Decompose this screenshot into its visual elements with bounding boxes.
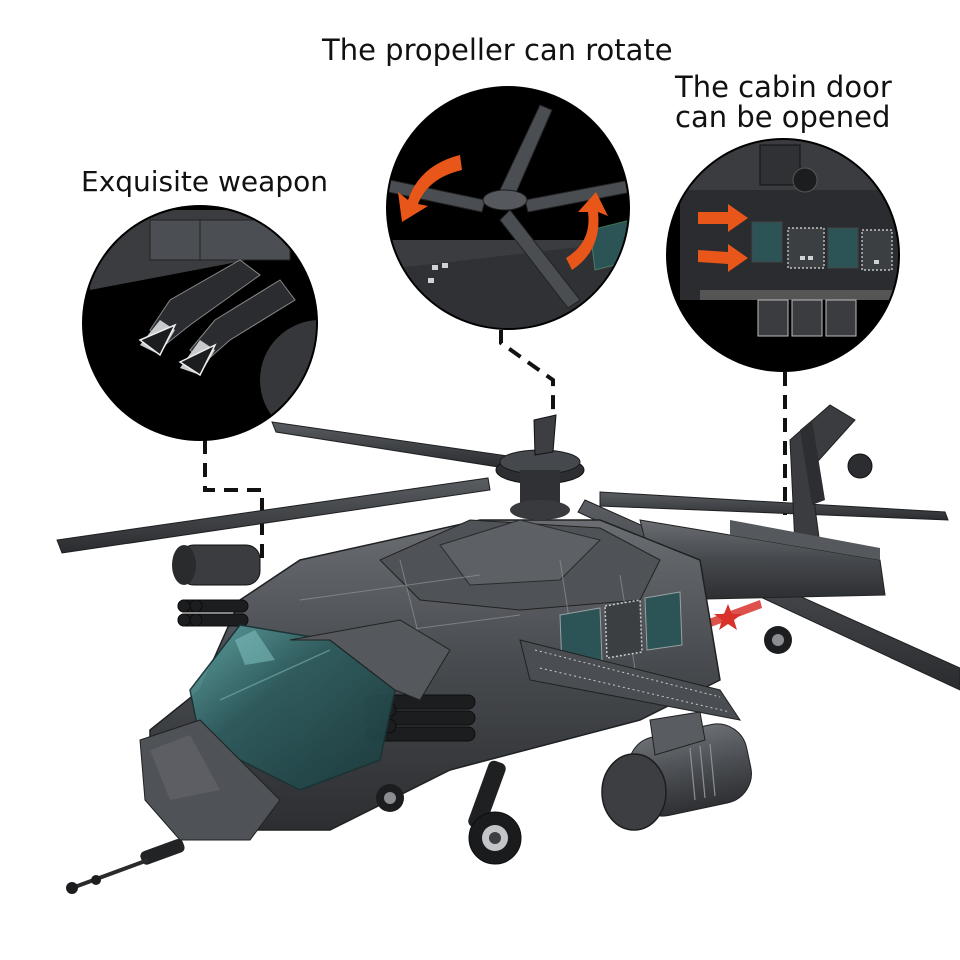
fuel-tank [601,711,752,831]
rotate-arrows-icon [398,155,608,270]
cabin-door-callout-label: The cabin door can be opened [675,72,892,132]
red-star-marking [706,600,762,630]
nose-section [139,719,281,841]
weapon-connector-line [203,440,264,560]
landing-gear-front [468,760,522,865]
rocket-pod-left [172,544,261,627]
gatling-gun [364,694,476,742]
propeller-connector-line [499,330,555,415]
landing-gear-left [376,784,404,812]
nose-probe [66,838,185,894]
cockpit-canopy [189,619,451,791]
missile-icon [138,259,296,377]
cabin-door-detail-callout [666,138,900,372]
propeller-callout-label: The propeller can rotate [322,33,673,67]
weapon-detail-callout [82,205,318,441]
cabin-door-panels [559,591,683,669]
cabin-door-label-line2: can be opened [675,100,891,134]
cabin-door-label-line1: The cabin door [675,70,892,104]
propeller-detail-callout [386,86,630,330]
open-door-arrows-icon [698,204,748,272]
rotor-hub [495,414,585,520]
weapon-callout-label: Exquisite weapon [81,165,328,198]
